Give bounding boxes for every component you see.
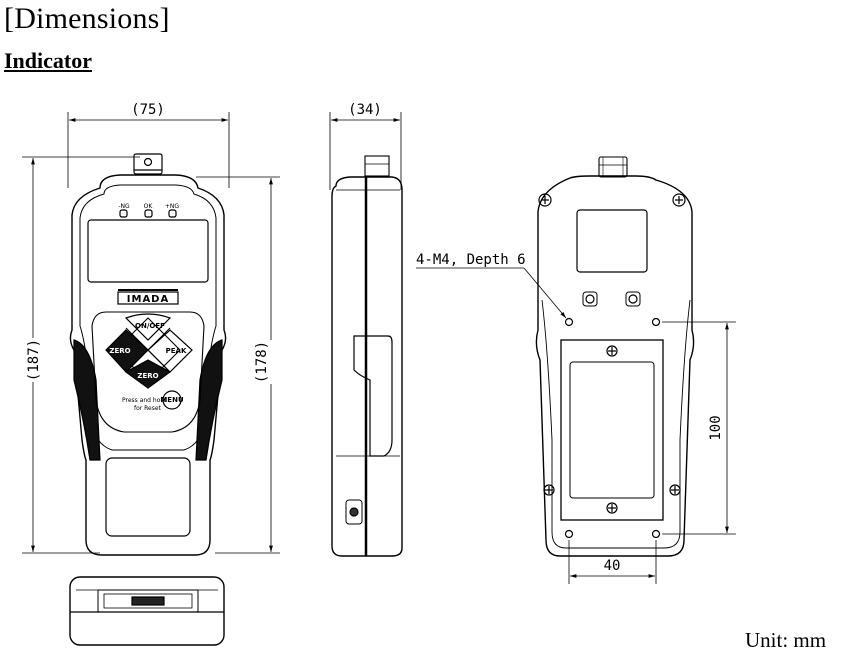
rear-view: 4-M4, Depth 6 100 40 xyxy=(416,156,736,584)
overall-height-label: (187) xyxy=(26,339,42,381)
front-view: (75) (187) (178) -NG OK +NG xyxy=(22,102,280,556)
led-minus-ng-icon xyxy=(119,209,128,218)
front-connector xyxy=(133,153,163,175)
m4-hole-top-left xyxy=(564,317,574,327)
m4-hole-bottom-left xyxy=(564,529,574,539)
hint-line-2: for Reset xyxy=(134,405,162,412)
rear-body-outline xyxy=(535,175,695,557)
page-title: [Dimensions] xyxy=(4,2,170,35)
keypad-area xyxy=(91,311,205,433)
thread-callout-leader xyxy=(523,267,567,319)
led-plus-ng-icon xyxy=(168,209,177,218)
thread-callout-label: 4-M4, Depth 6 xyxy=(416,252,526,268)
body-height-label: (178) xyxy=(254,341,270,383)
lower-window xyxy=(105,457,191,537)
horizontal-spacing-label: 40 xyxy=(604,558,621,574)
peak-button[interactable] xyxy=(147,329,193,373)
brand-logo: IMADA xyxy=(127,294,169,305)
m4-hole-bottom-right xyxy=(651,529,661,539)
zero-button-bottom[interactable] xyxy=(124,359,172,389)
battery-cover xyxy=(560,339,664,521)
on-off-button-label: ON/OFF xyxy=(135,322,165,330)
vertical-spacing-label: 100 xyxy=(708,415,724,440)
hint-line-1: Press and hold xyxy=(122,397,166,404)
on-off-button[interactable] xyxy=(124,313,172,341)
rear-screw-icon xyxy=(672,193,686,207)
m4-hole-top-right xyxy=(651,317,661,327)
menu-button-label: MENU xyxy=(160,396,184,404)
front-body-outline xyxy=(69,174,227,556)
unit-label: Unit: mm xyxy=(745,628,827,652)
led-label-plus-ng: +NG xyxy=(165,203,180,210)
front-display xyxy=(87,219,209,283)
section-subtitle: Indicator xyxy=(4,48,92,73)
zero-button-left-label: ZERO xyxy=(109,347,130,355)
front-width-label: (75) xyxy=(131,102,165,118)
bottom-view xyxy=(69,576,225,646)
depth-label: (34) xyxy=(348,102,382,118)
led-label-ok: OK xyxy=(144,203,154,210)
led-label-minus-ng: -NG xyxy=(118,203,130,210)
menu-button[interactable] xyxy=(162,390,182,410)
rear-screw-icon xyxy=(538,193,552,207)
led-ok-icon xyxy=(144,209,153,218)
peak-button-label: PEAK xyxy=(166,347,187,355)
zero-button-bottom-label: ZERO xyxy=(137,372,158,380)
side-view: (34) xyxy=(329,102,403,557)
